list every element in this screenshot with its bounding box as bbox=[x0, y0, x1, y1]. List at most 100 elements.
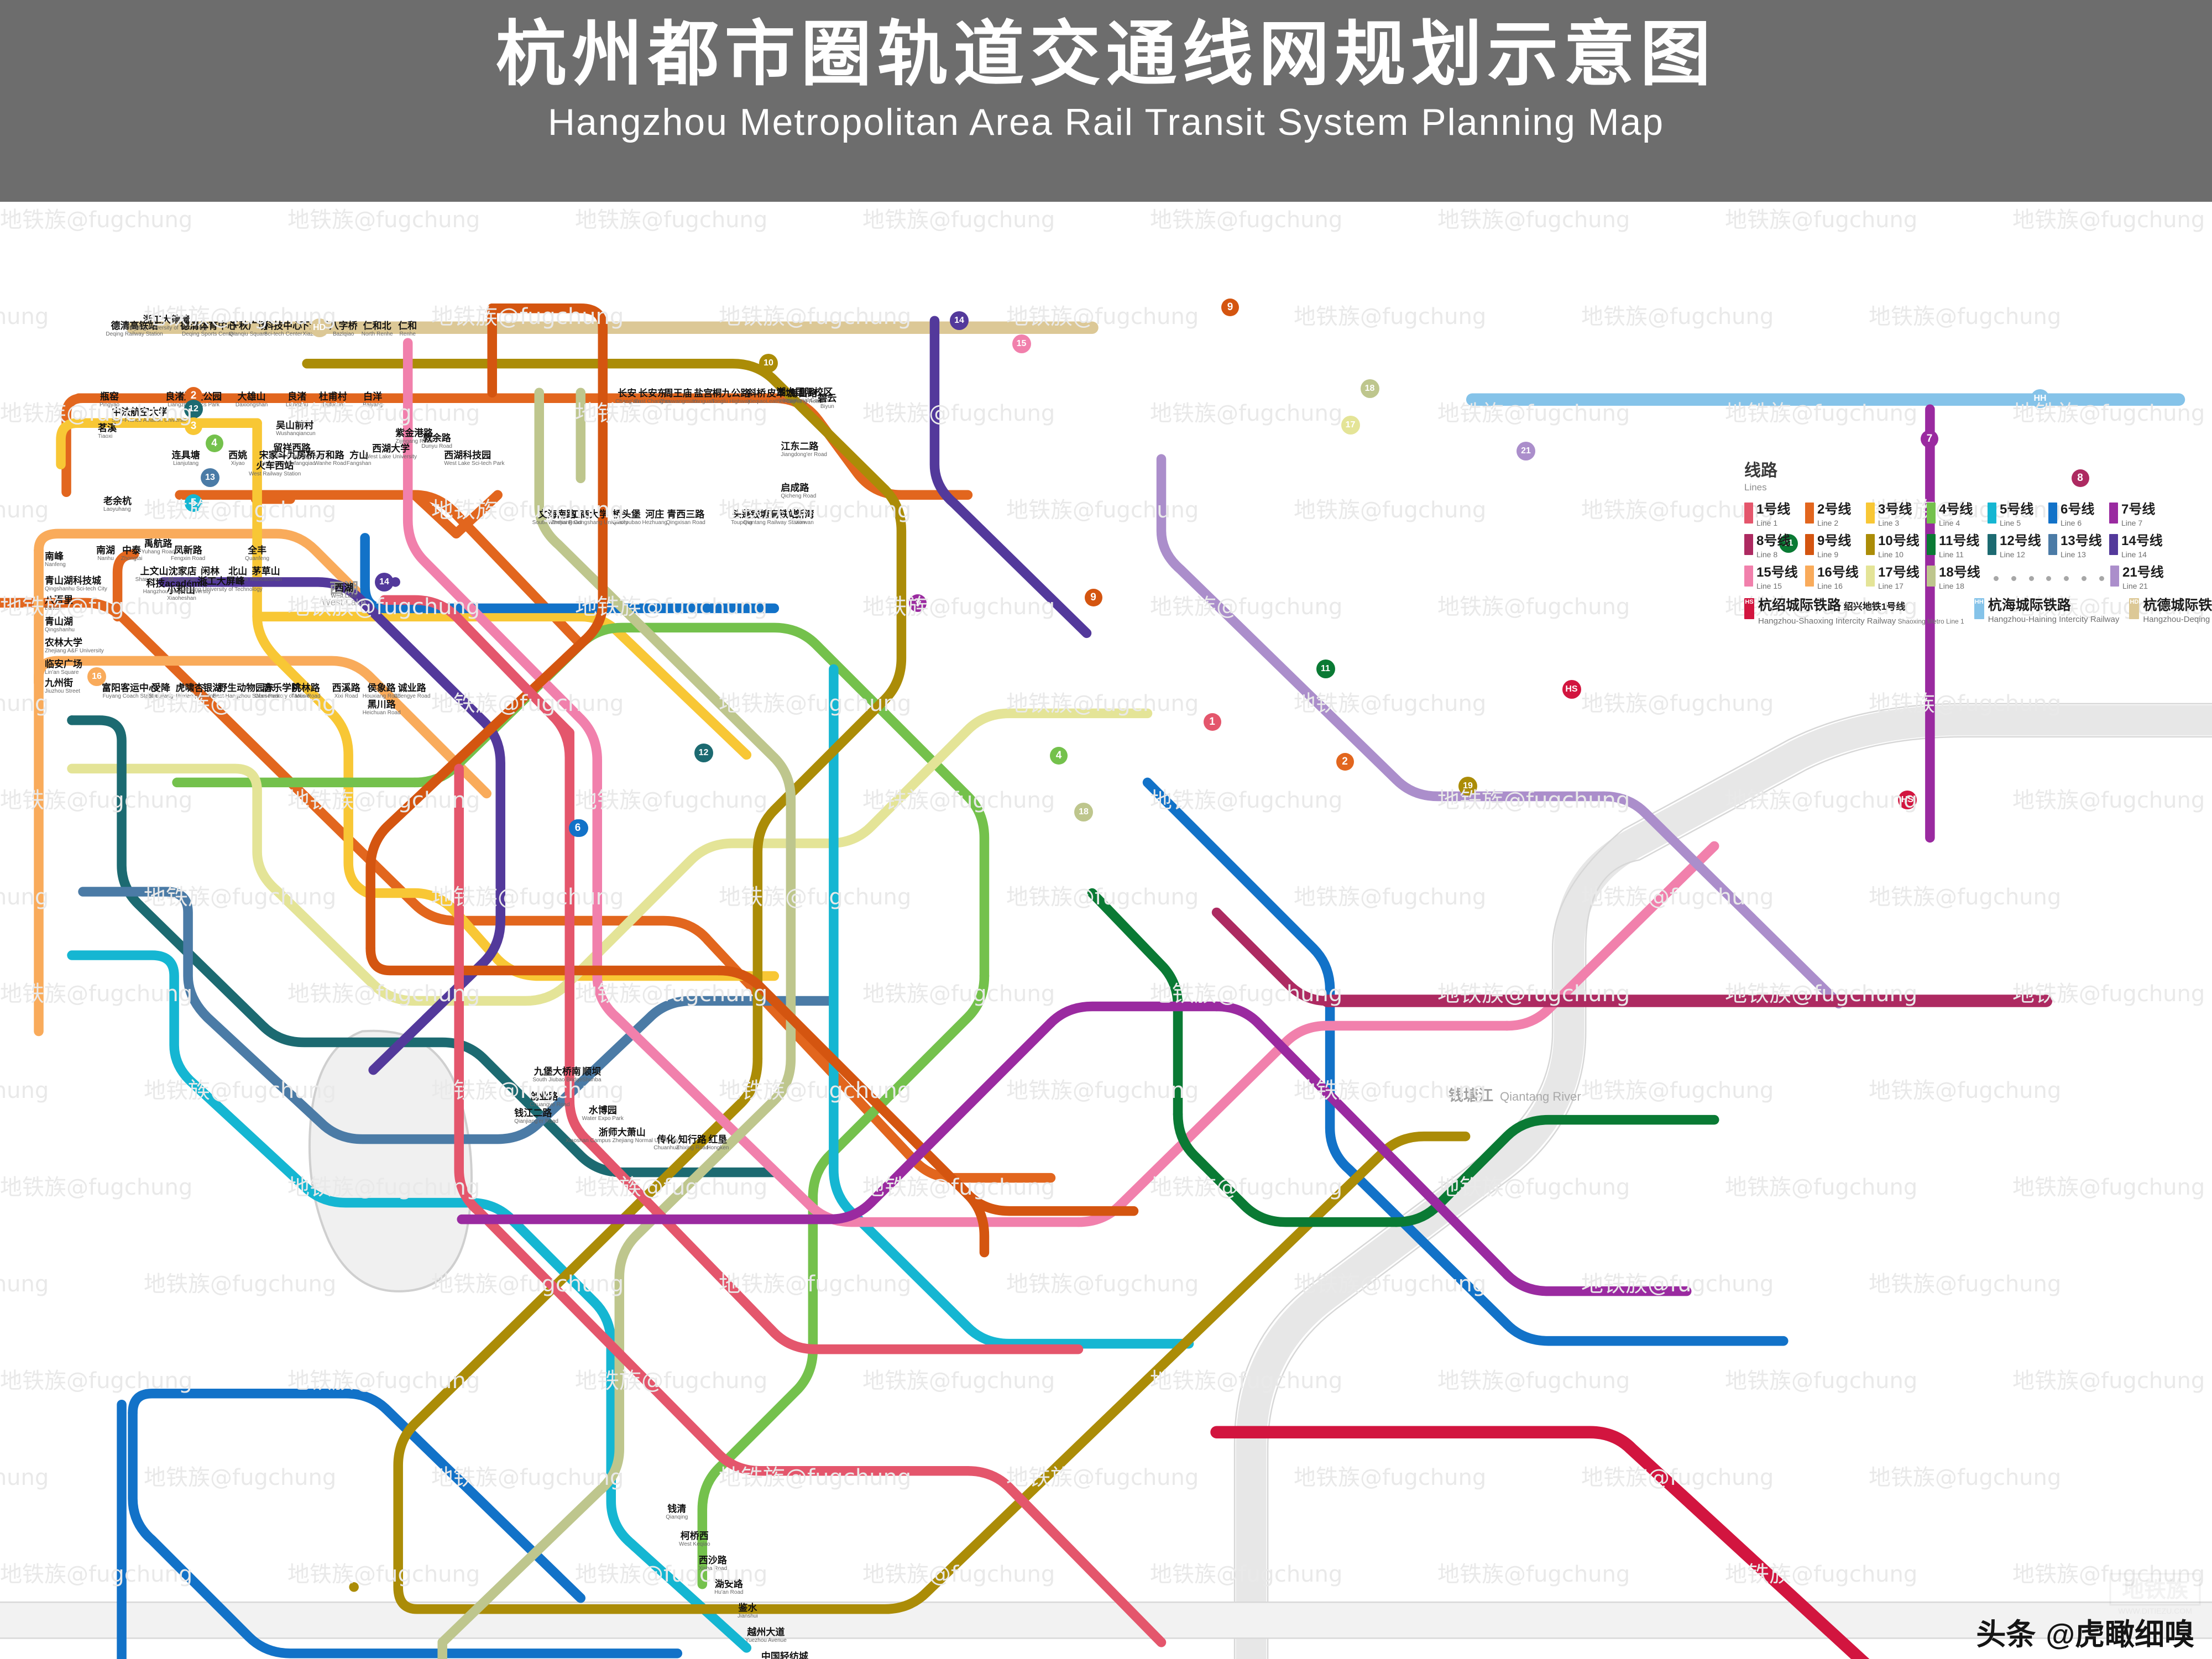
legend-line-name-cn: 9号线 bbox=[1817, 533, 1852, 548]
line-2[interactable] bbox=[0, 393, 1056, 1183]
legend-line-name-cn: 10号线 bbox=[1878, 533, 1920, 548]
svg-text:地铁族: 地铁族 bbox=[2122, 1577, 2188, 1603]
page-title: 杭州都市圈轨道交通线网规划示意图 bbox=[495, 15, 1717, 94]
legend-color-swatch bbox=[1988, 534, 1996, 555]
line-number-bullet-10[interactable]: 10 bbox=[759, 354, 778, 373]
line-number-bullet-19[interactable]: 19 bbox=[1458, 777, 1477, 796]
legend-line-name-en: Line 13 bbox=[2061, 550, 2086, 559]
legend-subtitle: Lines bbox=[1744, 482, 1767, 493]
legend-line-name-en: Line 12 bbox=[2000, 550, 2025, 559]
legend-intercity-name-en-sub: Shaoxing Metro Line 1 bbox=[1896, 617, 1964, 625]
legend-line-name-en: Line 14 bbox=[2121, 550, 2147, 559]
legend-intercity-name-en: Hangzhou-Haining Intercity Railway bbox=[1988, 615, 2120, 624]
ditiezu-logo: 地铁族 WWW.DITIEZU.COM bbox=[2109, 1573, 2201, 1615]
legend-color-swatch bbox=[1866, 534, 1875, 555]
line-number-bullet-2[interactable]: 2 bbox=[1336, 753, 1354, 771]
legend-item-line-10[interactable]: 10号线 Line 10 bbox=[1866, 534, 1927, 559]
svg-text:WWW.DITIEZU.COM: WWW.DITIEZU.COM bbox=[2118, 1606, 2192, 1615]
line-12[interactable] bbox=[67, 715, 780, 1177]
line-number-bullet-1[interactable]: 1 bbox=[1203, 713, 1221, 731]
legend-line-name-en: Line 10 bbox=[1878, 550, 1904, 559]
line-number-bullet-18[interactable]: 18 bbox=[1074, 803, 1093, 821]
legend-line-name-en: Line 5 bbox=[2000, 519, 2021, 527]
line-16[interactable] bbox=[34, 528, 491, 1037]
transit-map[interactable]: .L{fill:none;stroke-linecap:round;stroke… bbox=[0, 202, 2212, 1659]
legend-dot bbox=[2081, 575, 2087, 581]
line-number-bullet-16[interactable]: 16 bbox=[87, 667, 106, 686]
line-13[interactable] bbox=[78, 887, 835, 1144]
line-number-bullet-4[interactable]: 4 bbox=[1050, 747, 1068, 765]
line-3[interactable] bbox=[56, 418, 780, 981]
line-14[interactable] bbox=[158, 316, 1092, 1075]
line-number-bullet-7[interactable]: 7 bbox=[1921, 430, 1938, 448]
line-1[interactable] bbox=[379, 595, 1167, 1647]
legend-color-swatch bbox=[1805, 534, 1814, 555]
line-17[interactable] bbox=[67, 708, 1153, 1006]
map-canvas[interactable]: .L{fill:none;stroke-linecap:round;stroke… bbox=[0, 202, 2212, 1659]
line-number-bullet-18[interactable]: 18 bbox=[1360, 379, 1379, 398]
line-number-bullet-14[interactable]: 14 bbox=[375, 573, 394, 592]
legend-line-name-cn: 18号线 bbox=[1939, 565, 1980, 580]
line-hangzhou-shaoxing[interactable] bbox=[1210, 1426, 2115, 1659]
line-number-bullet-9[interactable]: 9 bbox=[1084, 589, 1102, 606]
line-number-bullet-HS[interactable]: HS bbox=[1898, 791, 1917, 809]
line-number-bullet-HH[interactable]: HH bbox=[2031, 389, 2049, 408]
line-number-bullet-7[interactable]: 7 bbox=[909, 594, 927, 612]
line-8[interactable] bbox=[1211, 907, 2053, 1007]
legend-line-name-en: Line 8 bbox=[1756, 550, 1778, 559]
line-number-bullet-12[interactable]: 12 bbox=[184, 400, 203, 418]
line-18[interactable] bbox=[437, 388, 796, 1659]
legend-color-swatch bbox=[1744, 503, 1753, 524]
line-number-bullet-15[interactable]: 15 bbox=[1012, 334, 1031, 353]
line-number-bullet-11[interactable]: 11 bbox=[1779, 534, 1798, 553]
line-number-bullet-3[interactable]: 3 bbox=[185, 417, 202, 435]
line-number-bullet-HS[interactable]: HS bbox=[1562, 680, 1581, 699]
legend-item-line-12[interactable]: 12号线 Line 12 bbox=[1988, 534, 2048, 559]
line-number-bullet-8[interactable]: 8 bbox=[2071, 469, 2089, 487]
legend-dot bbox=[2099, 575, 2104, 581]
line-number-bullet-4[interactable]: 4 bbox=[205, 435, 223, 452]
line-number-bullet-11[interactable]: 11 bbox=[1316, 660, 1335, 678]
toutiao-brand: 头条 @虎瞰细嗅 bbox=[1976, 1610, 2194, 1653]
line-9[interactable] bbox=[365, 303, 1139, 1258]
line-number-bullet-HD[interactable]: HD bbox=[310, 318, 329, 337]
line-number-bullet-17[interactable]: 17 bbox=[1341, 416, 1360, 435]
line-number-bullet-21[interactable]: 21 bbox=[1516, 442, 1535, 460]
line-number-bullet-12[interactable]: 12 bbox=[694, 744, 713, 762]
legend-item-hd[interactable]: HD杭德城际铁路Hangzhou-Deqing Intercity Railwa… bbox=[2129, 598, 2212, 625]
line-21[interactable] bbox=[1156, 454, 1844, 1009]
line-number-bullet-9[interactable]: 9 bbox=[1221, 299, 1239, 316]
line-10[interactable] bbox=[302, 358, 1471, 1614]
legend-line-name-en: Line 17 bbox=[1878, 582, 1904, 590]
line-15[interactable] bbox=[402, 338, 1719, 1227]
line-number-bullet-5[interactable]: 5 bbox=[185, 494, 202, 512]
line-5[interactable] bbox=[67, 664, 1194, 1653]
line-number-bullet-13[interactable]: 13 bbox=[201, 468, 219, 487]
line-7[interactable] bbox=[457, 404, 1935, 1296]
line-number-bullet-6[interactable]: 6 bbox=[569, 819, 587, 837]
legend-intercity-badge: HD bbox=[2129, 598, 2140, 619]
legend-color-swatch bbox=[1927, 503, 1936, 524]
legend-line-name-cn: 12号线 bbox=[2000, 533, 2041, 548]
line-number-bullet-14[interactable]: 14 bbox=[950, 311, 969, 330]
